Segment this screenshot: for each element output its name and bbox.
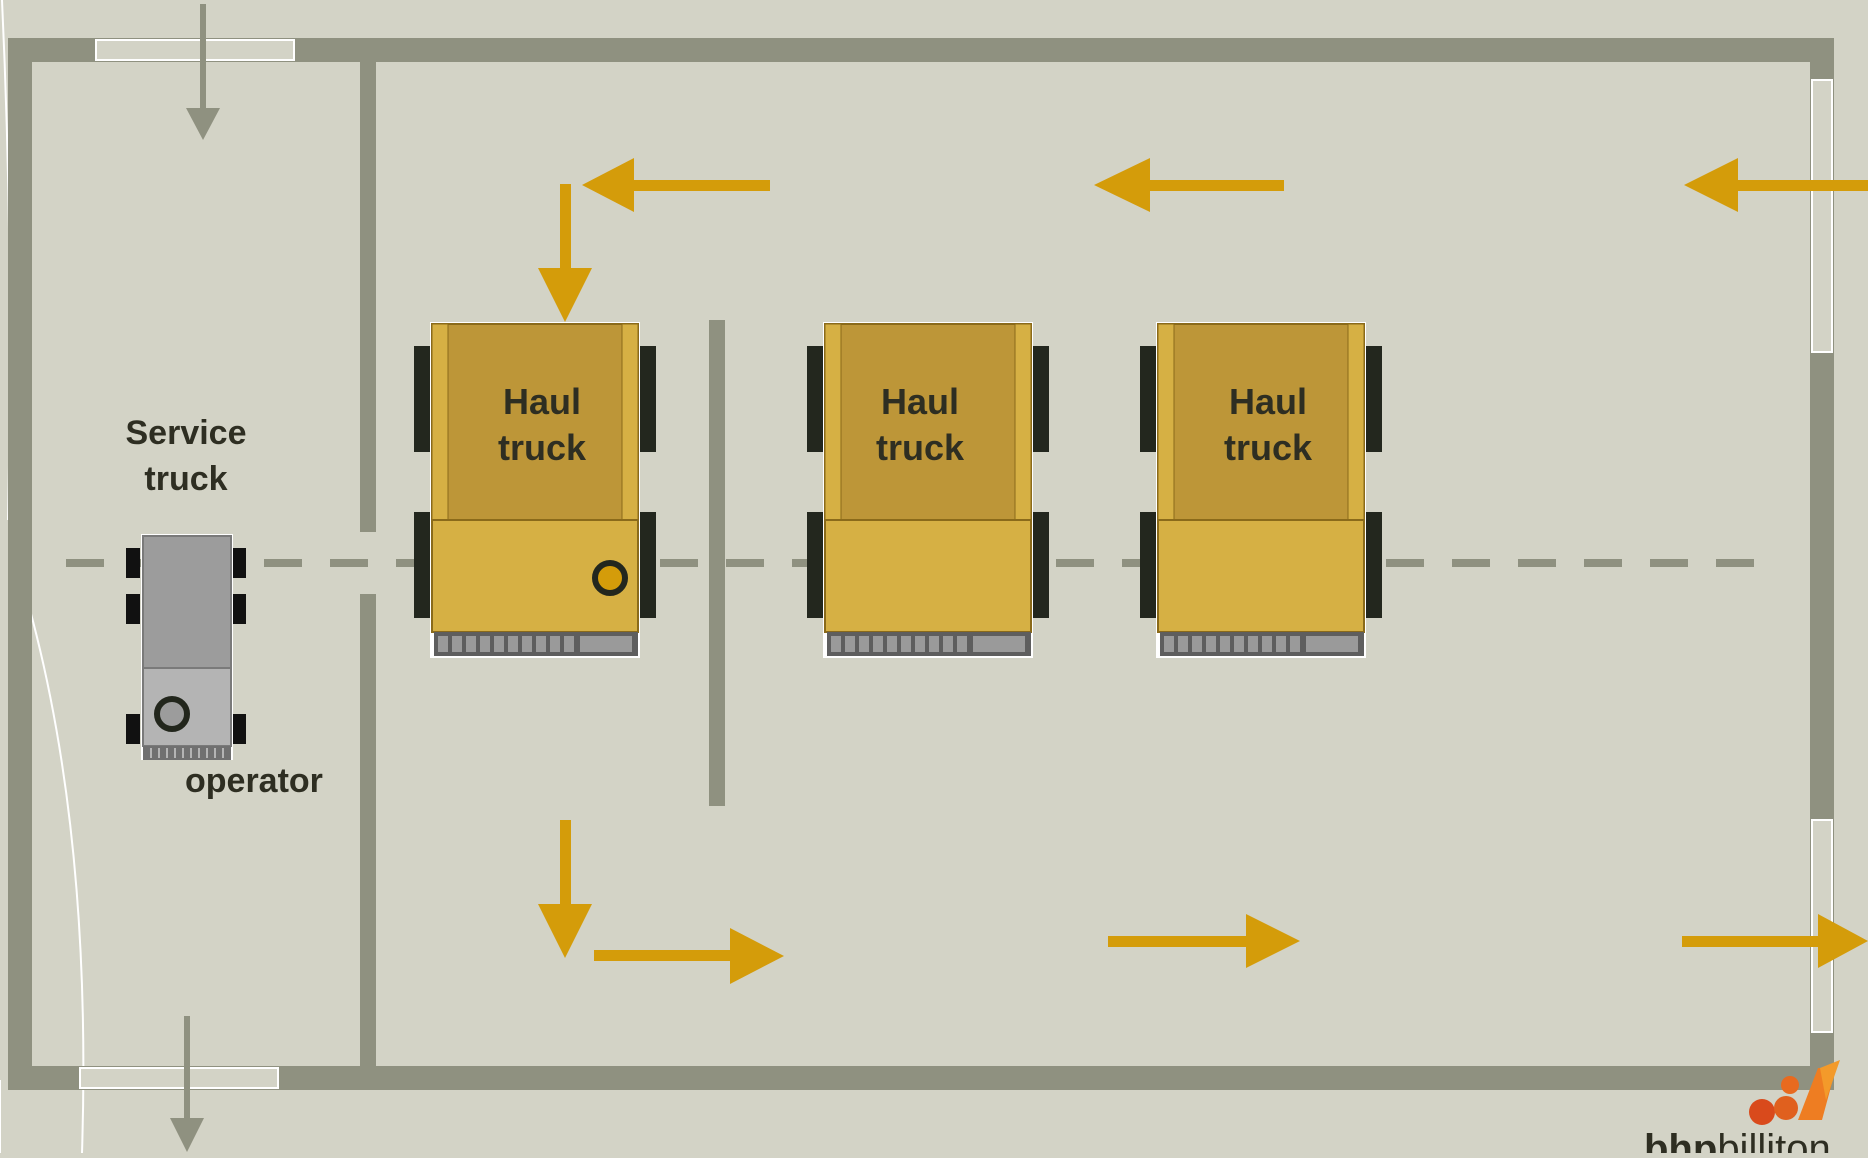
- arrow-icon: [1684, 158, 1868, 212]
- service-truck-label: truck: [144, 460, 227, 498]
- haul-truck-label: truck: [1224, 427, 1313, 468]
- haul-truck-2: Haul truck: [806, 321, 1050, 659]
- haul-truck-icon: [806, 321, 1050, 659]
- haul-truck-1: Haul truck: [413, 321, 657, 659]
- arrow-icon: [1094, 158, 1284, 212]
- operator-position-icon: [154, 696, 190, 732]
- haul-truck-icon: [1139, 321, 1383, 659]
- bhp-logo-icon: [1749, 1060, 1840, 1125]
- haul-truck-label: truck: [876, 427, 965, 468]
- haul-truck-label: Haul: [1229, 381, 1307, 422]
- entry-arrow: [186, 4, 220, 140]
- haul-truck-label: Haul: [503, 381, 581, 422]
- haul-truck-label: truck: [498, 427, 587, 468]
- arrow-icon: [538, 184, 592, 322]
- service-truck-label: Service: [126, 414, 247, 452]
- haul-truck-label: Haul: [881, 381, 959, 422]
- exit-arrow: [170, 1016, 204, 1152]
- arrow-icon: [538, 820, 592, 958]
- haul-truck-icon: [413, 321, 657, 659]
- service-truck-icon: [126, 534, 246, 760]
- arrow-icon: [582, 158, 770, 212]
- operator-position-icon: [592, 560, 628, 596]
- arrow-icon: [1108, 914, 1300, 968]
- flow-arrows: [538, 158, 1868, 984]
- operator-label: operator: [185, 762, 323, 800]
- arrow-icon: [594, 928, 784, 984]
- arrow-icon: [1682, 914, 1868, 968]
- logo-text: bhpbilliton: [1644, 1127, 1831, 1153]
- haul-truck-3: Haul truck: [1139, 321, 1383, 659]
